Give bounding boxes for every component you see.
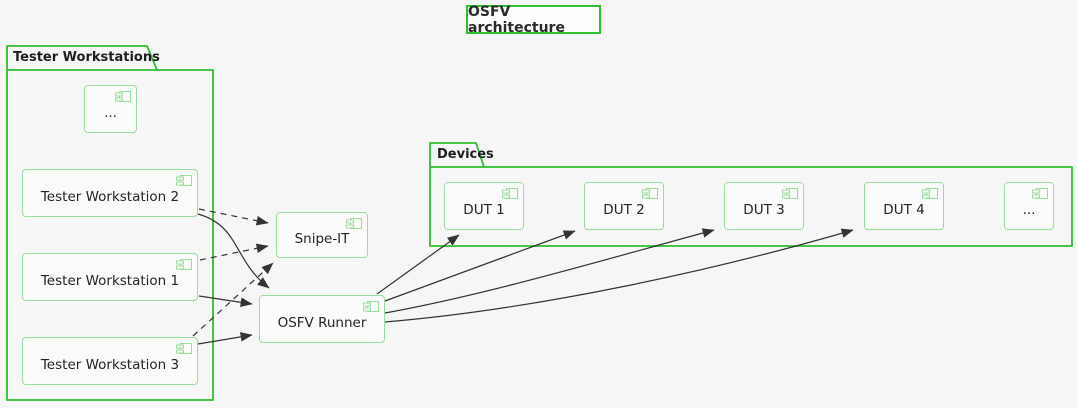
node-label: DUT 1 xyxy=(463,202,505,218)
node-devices-ellipsis: ... xyxy=(1004,182,1054,230)
node-tester-workstation-2: Tester Workstation 2 xyxy=(22,169,198,217)
package-label-devices: Devices xyxy=(437,147,494,162)
package-label-tester-workstations: Tester Workstations xyxy=(13,50,160,65)
node-tester-workstations-ellipsis: ... xyxy=(84,85,137,133)
edge-runner-dut1 xyxy=(376,234,460,295)
component-icon xyxy=(782,188,798,199)
package-devices-outline xyxy=(429,142,1073,247)
component-icon xyxy=(176,259,192,270)
component-icon xyxy=(346,218,362,229)
node-label: Snipe-IT xyxy=(294,231,350,247)
edge-runner-dut3 xyxy=(384,228,715,314)
node-label: DUT 2 xyxy=(603,202,645,218)
edge-tw2-snipeit xyxy=(198,208,269,226)
node-tester-workstation-3: Tester Workstation 3 xyxy=(22,337,198,385)
component-icon xyxy=(176,175,192,186)
edge-tw1-runner xyxy=(198,295,253,308)
node-label: DUT 4 xyxy=(883,202,925,218)
component-icon xyxy=(176,343,192,354)
node-label: DUT 3 xyxy=(743,202,785,218)
package-tester-workstations-outline xyxy=(6,45,214,401)
node-label: ... xyxy=(1022,202,1036,218)
edge-runner-dut2 xyxy=(384,230,576,302)
edge-tw1-snipeit xyxy=(199,243,269,261)
node-dut-2: DUT 2 xyxy=(584,182,664,230)
node-dut-4: DUT 4 xyxy=(864,182,944,230)
node-label: Tester Workstation 3 xyxy=(40,357,180,373)
node-label: Tester Workstation 2 xyxy=(40,189,180,205)
edge-runner-dut4 xyxy=(384,228,854,323)
component-icon xyxy=(642,188,658,199)
edge-tw2-runner xyxy=(197,213,270,289)
node-dut-3: DUT 3 xyxy=(724,182,804,230)
node-label: ... xyxy=(104,105,117,121)
node-dut-1: DUT 1 xyxy=(444,182,524,230)
component-icon xyxy=(502,188,518,199)
component-icon xyxy=(363,301,379,312)
node-label: OSFV Runner xyxy=(277,315,367,331)
edge-tw3-snipeit xyxy=(192,262,274,337)
component-icon xyxy=(922,188,938,199)
diagram-title: OSFV architecture xyxy=(466,4,601,36)
component-icon xyxy=(115,91,131,102)
node-osfv-runner: OSFV Runner xyxy=(259,295,385,343)
node-label: Tester Workstation 1 xyxy=(40,273,180,289)
node-tester-workstation-1: Tester Workstation 1 xyxy=(22,253,198,301)
node-snipe-it: Snipe-IT xyxy=(276,212,368,258)
edge-tw3-runner xyxy=(197,332,253,345)
component-icon xyxy=(1032,188,1048,199)
